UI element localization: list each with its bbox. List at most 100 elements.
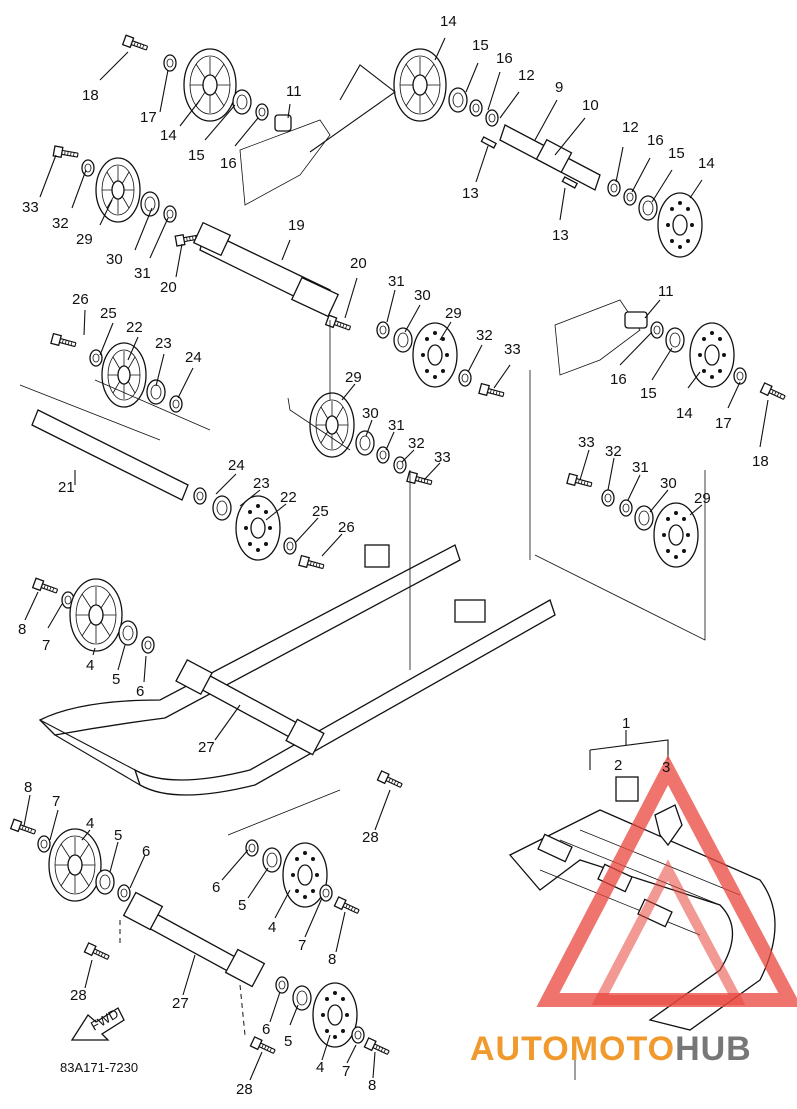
- callout-14: 14: [676, 405, 693, 422]
- callout-7: 7: [298, 937, 306, 954]
- callout-16: 16: [220, 155, 237, 172]
- callout-23: 23: [253, 475, 270, 492]
- callout-33: 33: [22, 199, 39, 216]
- callout-9: 9: [555, 79, 563, 96]
- callout-11: 11: [658, 283, 674, 300]
- assembly-guide-lines: [19, 320, 706, 1080]
- callout-6: 6: [136, 683, 144, 700]
- callout-33: 33: [578, 434, 595, 451]
- callout-29: 29: [445, 305, 462, 322]
- watermark-part2: HUB: [675, 1030, 752, 1068]
- callout-6: 6: [142, 843, 150, 860]
- callout-22: 22: [280, 489, 297, 506]
- callout-15: 15: [640, 385, 657, 402]
- right-lower-wheel-group: [566, 472, 699, 568]
- callout-32: 32: [605, 443, 622, 460]
- callout-4: 4: [86, 657, 94, 674]
- callout-7: 7: [42, 637, 50, 654]
- callout-31: 31: [388, 273, 405, 290]
- callout-7: 7: [342, 1063, 350, 1080]
- watermark-part1: AUTOMOTO: [470, 1030, 675, 1068]
- callout-25: 25: [100, 305, 117, 322]
- callout-31: 31: [134, 265, 151, 282]
- callout-15: 15: [188, 147, 205, 164]
- callout-32: 32: [52, 215, 69, 232]
- callout-4: 4: [268, 919, 276, 936]
- rear-right-wheel-group-upper: [245, 839, 362, 917]
- rear-left-wheel-group: [10, 818, 131, 902]
- callout-24: 24: [228, 457, 245, 474]
- callout-17: 17: [715, 415, 732, 432]
- callout-5: 5: [284, 1033, 292, 1050]
- callout-18: 18: [82, 87, 99, 104]
- callout-26: 26: [72, 291, 89, 308]
- drive-shaft-assembly: [393, 48, 703, 258]
- callout-27: 27: [198, 739, 215, 756]
- callout-10: 10: [582, 97, 599, 114]
- callout-13: 13: [552, 227, 569, 244]
- callout-30: 30: [660, 475, 677, 492]
- callout-31: 31: [632, 459, 649, 476]
- callout-6: 6: [212, 879, 220, 896]
- callout-24: 24: [185, 349, 202, 366]
- callout-16: 16: [496, 50, 513, 67]
- callout-22: 22: [126, 319, 143, 336]
- callout-15: 15: [668, 145, 685, 162]
- callout-8: 8: [18, 621, 26, 638]
- callout-20: 20: [350, 255, 367, 272]
- axle-27-upper: [175, 658, 405, 791]
- axle-27-lower: [83, 891, 278, 1057]
- callout-29: 29: [345, 369, 362, 386]
- callout-5: 5: [114, 827, 122, 844]
- rear-axle-21-group: [31, 332, 326, 573]
- slide-rail-frame: [38, 544, 556, 796]
- callout-14: 14: [160, 127, 177, 144]
- callout-14: 14: [440, 13, 457, 30]
- callout-7: 7: [52, 793, 60, 810]
- callout-14: 14: [698, 155, 715, 172]
- callout-28: 28: [362, 829, 379, 846]
- front-left-wheel-group: [32, 577, 155, 654]
- callout-8: 8: [368, 1077, 376, 1094]
- callout-32: 32: [408, 435, 425, 452]
- callout-3: 3: [662, 759, 670, 776]
- callout-30: 30: [414, 287, 431, 304]
- callout-4: 4: [316, 1059, 324, 1076]
- callout-33: 33: [434, 449, 451, 466]
- right-idler-wheel-group: [554, 299, 788, 403]
- callout-20: 20: [160, 279, 177, 296]
- watermark-logo: AUTOMOTOHUB: [470, 754, 797, 1068]
- callout-29: 29: [76, 231, 93, 248]
- upper-axle-19-group: [52, 145, 353, 334]
- callout-16: 16: [610, 371, 627, 388]
- callout-5: 5: [238, 897, 246, 914]
- callout-31: 31: [388, 417, 405, 434]
- callout-8: 8: [24, 779, 32, 796]
- callout-11: 11: [286, 83, 302, 100]
- forward-direction-arrow: FWD: [70, 1006, 125, 1041]
- callout-16: 16: [647, 132, 664, 149]
- callout-19: 19: [288, 217, 305, 234]
- callout-27: 27: [172, 995, 189, 1012]
- callout-17: 17: [140, 109, 157, 126]
- callout-18: 18: [752, 453, 769, 470]
- callout-30: 30: [362, 405, 379, 422]
- upper-idler-wheel-group: [122, 34, 396, 206]
- callout-21: 21: [58, 479, 75, 496]
- track-belt-assembly: [508, 776, 776, 1031]
- callout-4: 4: [86, 815, 94, 832]
- leader-lines: [23, 37, 769, 1081]
- callout-1: 1: [622, 715, 630, 732]
- callout-32: 32: [476, 327, 493, 344]
- diagram-code: 83A171-7230: [60, 1060, 138, 1075]
- callout-15: 15: [472, 37, 489, 54]
- svg-text:AUTOMOTOHUB: AUTOMOTOHUB: [470, 1030, 752, 1068]
- callout-13: 13: [462, 185, 479, 202]
- callout-33: 33: [504, 341, 521, 358]
- callout-26: 26: [338, 519, 355, 536]
- callout-8: 8: [328, 951, 336, 968]
- callout-29: 29: [694, 490, 711, 507]
- callout-12: 12: [622, 119, 639, 136]
- callout-28: 28: [236, 1081, 253, 1098]
